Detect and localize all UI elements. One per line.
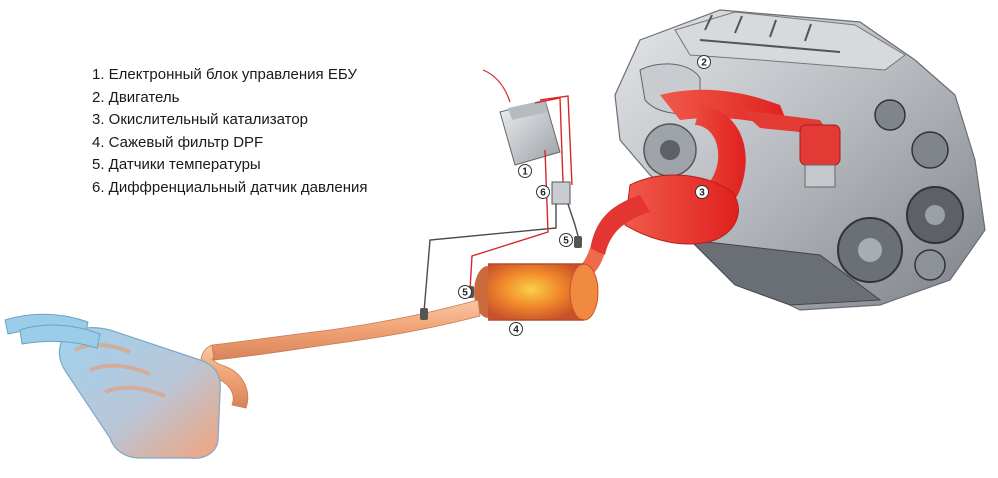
legend-item-ecu: 1. Електронный блок управления ЕБУ <box>92 66 357 83</box>
mid-exhaust-pipe <box>211 299 481 361</box>
callout-catalyst: 3 <box>695 185 709 199</box>
callout-dpf-number: 4 <box>513 325 519 336</box>
down-pipe-hot <box>590 195 650 255</box>
callout-temp-sensor-front: 5 <box>559 233 573 247</box>
legend-item-temperature-sensors: 5. Датчики температуры <box>92 156 261 173</box>
belt-pulleys <box>837 99 964 283</box>
engine-illustration <box>614 9 986 311</box>
injector-rail <box>699 14 841 53</box>
callout-ecu-number: 1 <box>522 167 528 178</box>
legend-item-pressure-sensor: 6. Диффренциальный датчик давления <box>92 178 368 196</box>
callout-ecu: 1 <box>518 164 532 178</box>
legend-item-oxidation-catalyst: 3. Окислительный катализатор <box>92 111 308 128</box>
oxidation-catalyst <box>624 174 739 245</box>
callout-pressure-sensor: 6 <box>536 185 550 199</box>
pressure-sensor <box>551 181 571 205</box>
legend-item-dpf: 4. Сажевый фильтр DPF <box>92 133 264 151</box>
callout-temp-sensor-rear-number: 5 <box>462 288 468 299</box>
cylinder-piston <box>799 124 841 166</box>
ecu-module <box>482 69 561 166</box>
muffler <box>58 327 221 459</box>
callout-temp-sensor-rear: 5 <box>458 285 472 299</box>
legend-item-engine: 2. Двигатель <box>92 88 180 106</box>
callout-pressure-sensor-number: 6 <box>540 188 546 199</box>
callout-catalyst-number: 3 <box>699 188 705 199</box>
dpf-canister <box>474 263 599 321</box>
component-legend: 1. Електронный блок управления ЕБУ 2. Дв… <box>92 64 368 199</box>
callout-temp-sensor-front-number: 5 <box>563 236 569 247</box>
callout-engine-number: 2 <box>701 58 707 69</box>
callout-engine: 2 <box>697 55 711 69</box>
callout-dpf: 4 <box>509 322 523 336</box>
tailpipes <box>4 313 101 349</box>
